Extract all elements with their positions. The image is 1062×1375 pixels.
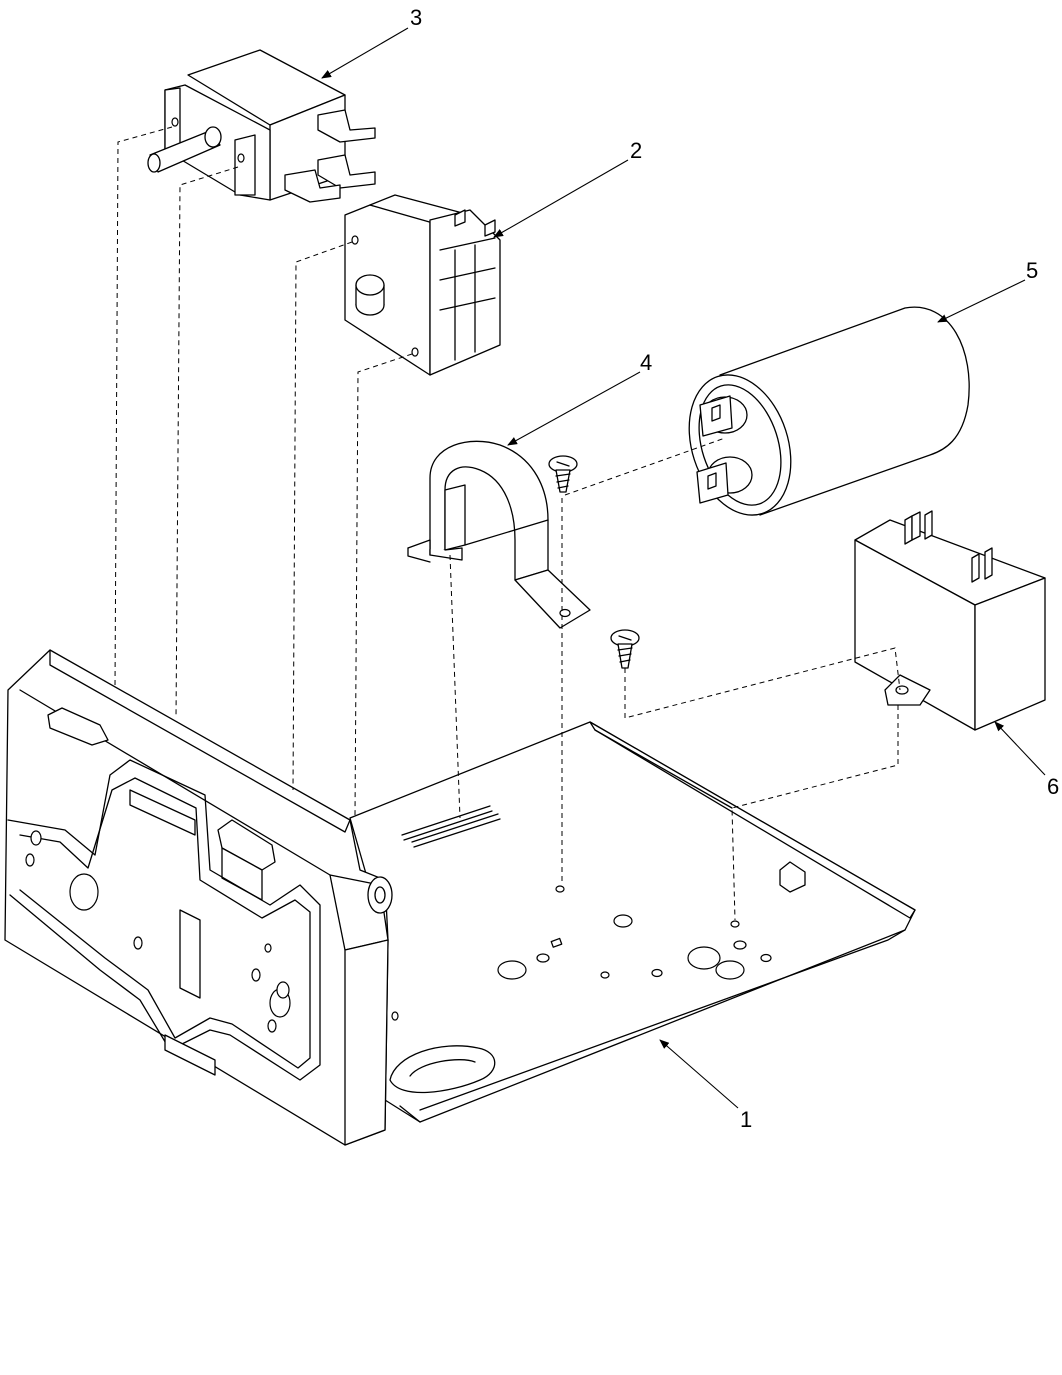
part-3-rotary-switch xyxy=(147,49,376,203)
callout-label: 4 xyxy=(640,350,652,375)
relay-screw xyxy=(610,629,640,669)
callout-6: 6 xyxy=(994,721,1059,799)
part-2-switch xyxy=(344,194,501,376)
callout-3: 3 xyxy=(321,5,422,79)
callout-label: 3 xyxy=(410,5,422,30)
callout-label: 1 xyxy=(740,1107,752,1132)
callout-4: 4 xyxy=(507,350,652,446)
callout-2: 2 xyxy=(493,138,642,238)
callout-1: 1 xyxy=(659,1039,752,1132)
clamp-screw xyxy=(548,455,578,493)
part-5-capacitor xyxy=(688,306,970,516)
part-4-clamp xyxy=(407,440,591,629)
callout-5: 5 xyxy=(937,258,1038,323)
alignment-lines xyxy=(114,126,901,921)
callout-label: 2 xyxy=(630,138,642,163)
part-1-chassis xyxy=(4,649,916,1146)
callout-label: 6 xyxy=(1047,774,1059,799)
callout-label: 5 xyxy=(1026,258,1038,283)
part-6-relay xyxy=(854,510,1046,731)
